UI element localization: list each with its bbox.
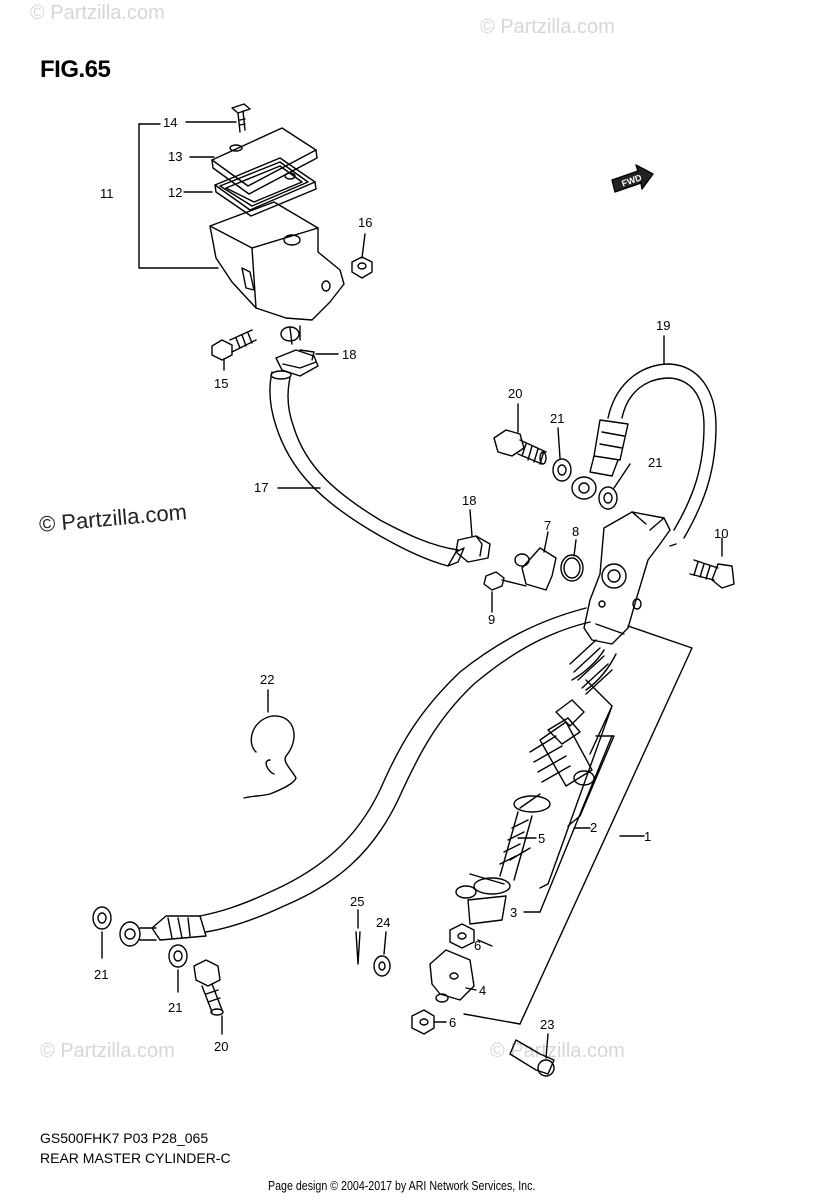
hose-clamp-upper xyxy=(275,349,319,377)
callout-25: 25 xyxy=(350,894,364,909)
clevis-assembly xyxy=(411,923,493,1035)
callout-13: 13 xyxy=(168,149,182,164)
callout-21a: 21 xyxy=(550,411,564,426)
callout-5: 5 xyxy=(538,831,545,846)
callout-15: 15 xyxy=(214,376,228,391)
washers-upper xyxy=(552,427,631,510)
hose-clip xyxy=(243,689,297,799)
brake-hose-upper xyxy=(571,335,717,539)
hose-clamp-lower xyxy=(455,509,491,563)
model-code: GS500FHK7 P03 P28_065 xyxy=(40,1130,209,1146)
brake-hose-lower xyxy=(119,607,591,947)
callout-21b: 21 xyxy=(648,455,662,470)
callout-11: 11 xyxy=(100,186,114,201)
callout-2: 2 xyxy=(590,820,597,835)
callout-19: 19 xyxy=(656,318,670,333)
callout-24: 24 xyxy=(376,915,390,930)
washers-lower xyxy=(92,906,188,993)
cotter-pin xyxy=(355,909,361,965)
callout-4: 4 xyxy=(479,983,486,998)
callout-17: 17 xyxy=(254,480,268,495)
callout-1: 1 xyxy=(644,829,651,844)
callout-7: 7 xyxy=(544,518,551,533)
callout-14: 14 xyxy=(163,115,177,130)
push-rod xyxy=(455,793,551,925)
copyright-notice: Page design © 2004-2017 by ARI Network S… xyxy=(268,1178,536,1193)
washer-24 xyxy=(373,931,391,977)
callout-12: 12 xyxy=(168,185,182,200)
bolt-10 xyxy=(689,537,735,589)
reservoir-hose xyxy=(269,370,465,567)
section-name: REAR MASTER CYLINDER-C xyxy=(40,1150,231,1166)
callout-23: 23 xyxy=(540,1017,554,1032)
callout-3: 3 xyxy=(510,905,517,920)
callout-21c: 21 xyxy=(94,967,108,982)
watermark-top-left: © Partzilla.com xyxy=(30,2,165,24)
piston xyxy=(529,721,595,787)
union-bolt-upper xyxy=(493,403,547,465)
reservoir-connector xyxy=(483,531,584,613)
callout-20a: 20 xyxy=(508,386,522,401)
callout-8: 8 xyxy=(572,524,579,539)
figure-title: FIG.65 xyxy=(40,56,111,83)
watermark-bottom-left: © Partzilla.com xyxy=(40,1040,175,1062)
assembly-brackets xyxy=(463,625,693,1025)
union-bolt-lower xyxy=(193,959,224,1035)
clevis-pin xyxy=(509,1033,555,1077)
callout-9: 9 xyxy=(488,612,495,627)
callout-6a: 6 xyxy=(474,938,481,953)
watermark-bottom-right: © Partzilla.com xyxy=(490,1040,625,1062)
callout-10: 10 xyxy=(714,526,728,541)
reservoir-assembly xyxy=(138,103,373,371)
master-cylinder-body xyxy=(583,511,677,645)
watermark-top-right: © Partzilla.com xyxy=(480,16,615,38)
callout-18b: 18 xyxy=(462,493,476,508)
piston-spring xyxy=(569,639,617,695)
callout-6b: 6 xyxy=(449,1015,456,1030)
callout-16: 16 xyxy=(358,215,372,230)
fwd-arrow-icon xyxy=(611,164,654,193)
callout-22: 22 xyxy=(260,672,274,687)
callout-21d: 21 xyxy=(168,1000,182,1015)
callout-20b: 20 xyxy=(214,1039,228,1054)
callout-18a: 18 xyxy=(342,347,356,362)
piston-cup xyxy=(547,699,585,745)
